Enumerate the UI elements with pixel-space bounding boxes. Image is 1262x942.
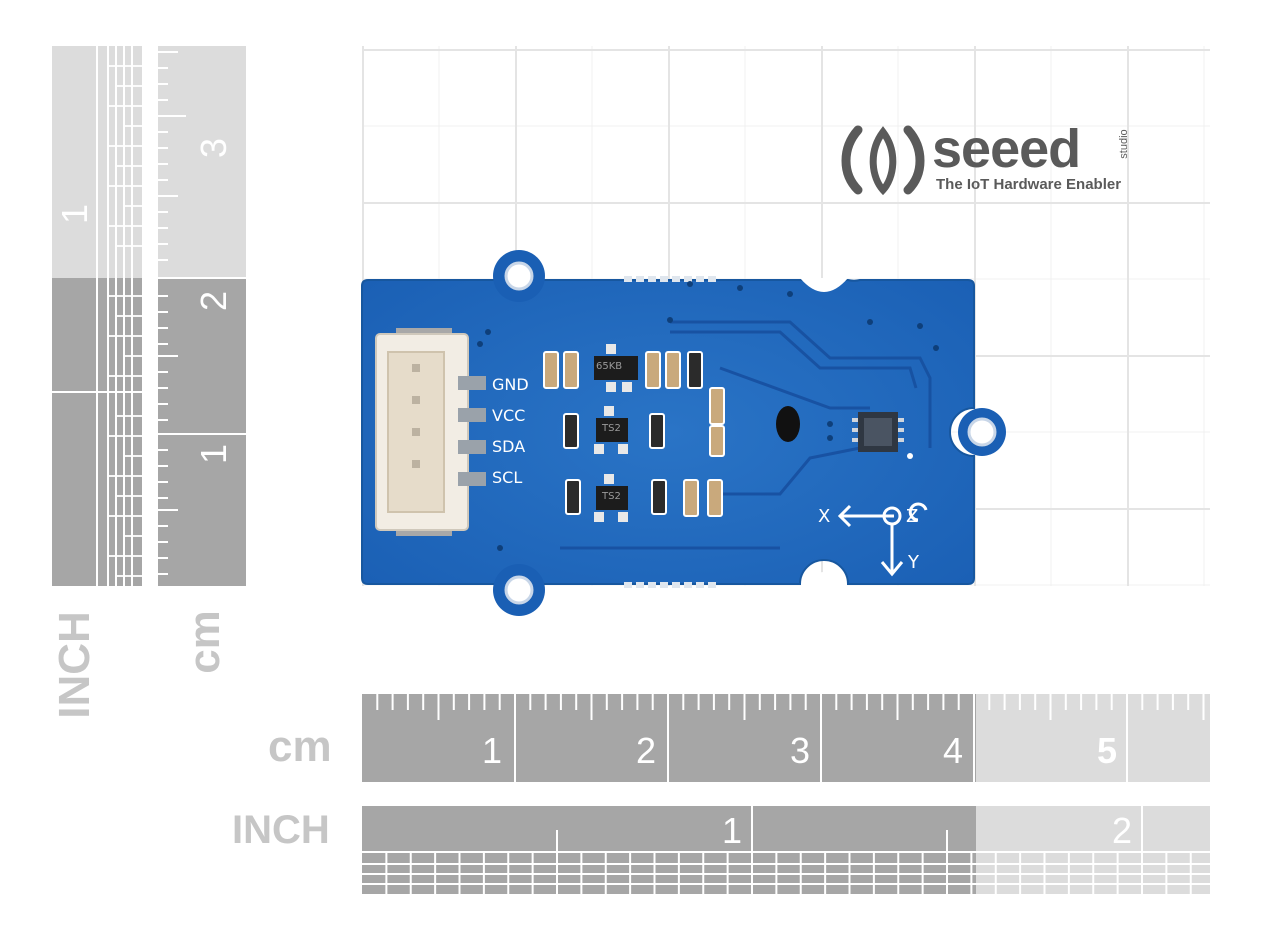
chip-mark-65kb: 65KB <box>596 361 623 372</box>
left-inch-mark-1: 1 <box>54 203 95 225</box>
bottom-inch-mark-2: 2 <box>1112 810 1133 851</box>
bottom-cm-ruler <box>362 694 1210 782</box>
bottom-cm-mark-3: 3 <box>790 730 811 771</box>
left-cm-mark-2: 2 <box>193 290 234 312</box>
axis-y-label: Y <box>908 552 919 573</box>
logo-studio: studio <box>1118 129 1130 159</box>
sensor-board <box>361 250 1006 616</box>
bottom-inch-mark-1: 1 <box>722 810 743 851</box>
logo-brand: seeed <box>932 119 1081 179</box>
bottom-inch-ruler <box>362 806 1210 894</box>
left-cm-mark-3: 3 <box>193 137 234 159</box>
pin-label-vcc: VCC <box>492 406 526 425</box>
bottom-cm-mark-4: 4 <box>943 730 964 771</box>
bottom-cm-mark-1: 1 <box>482 730 503 771</box>
left-inch-label: INCH <box>50 611 99 719</box>
left-rulers <box>52 46 246 586</box>
bottom-cm-label: cm <box>268 722 332 771</box>
axis-z-label: Z <box>906 506 919 527</box>
bottom-inch-label: INCH <box>232 808 330 852</box>
pin-label-sda: SDA <box>492 437 526 456</box>
seeed-logo-mark-icon <box>841 125 925 196</box>
left-cm-label: cm <box>180 610 229 674</box>
chip-mark-ts2-top: TS2 <box>602 423 621 434</box>
chip-mark-ts2-bottom: TS2 <box>602 491 621 502</box>
pin-label-scl: SCL <box>492 468 523 487</box>
pin-label-gnd: GND <box>492 375 529 394</box>
axis-x-label: X <box>818 506 831 527</box>
logo-tagline: The IoT Hardware Enabler <box>936 176 1122 193</box>
bottom-cm-mark-5: 5 <box>1097 730 1118 771</box>
bottom-cm-mark-2: 2 <box>636 730 657 771</box>
left-cm-mark-1: 1 <box>193 443 234 465</box>
